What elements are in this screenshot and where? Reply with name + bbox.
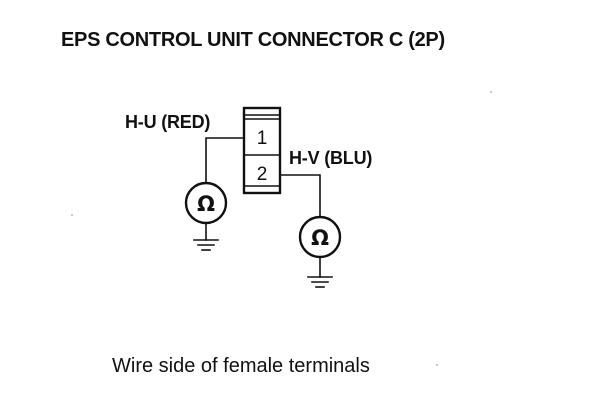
ground-icon: [193, 239, 219, 251]
wire-h-u: [205, 137, 245, 183]
pin-number-1: 1: [257, 128, 268, 149]
connector-c: [242, 106, 282, 195]
wire-label-h-v: H-V (BLU): [289, 148, 373, 168]
diagram-caption: Wire side of female terminals: [112, 355, 370, 377]
ohm-symbol: Ω: [311, 226, 329, 250]
wire-label-h-u: H-U (RED): [125, 112, 211, 132]
diagram-title: EPS CONTROL UNIT CONNECTOR C (2P): [61, 29, 445, 51]
ground-icon: [307, 276, 333, 288]
ohm-symbol: Ω: [197, 192, 215, 216]
pin-number-2: 2: [257, 164, 268, 185]
wire-h-v: [279, 174, 321, 217]
